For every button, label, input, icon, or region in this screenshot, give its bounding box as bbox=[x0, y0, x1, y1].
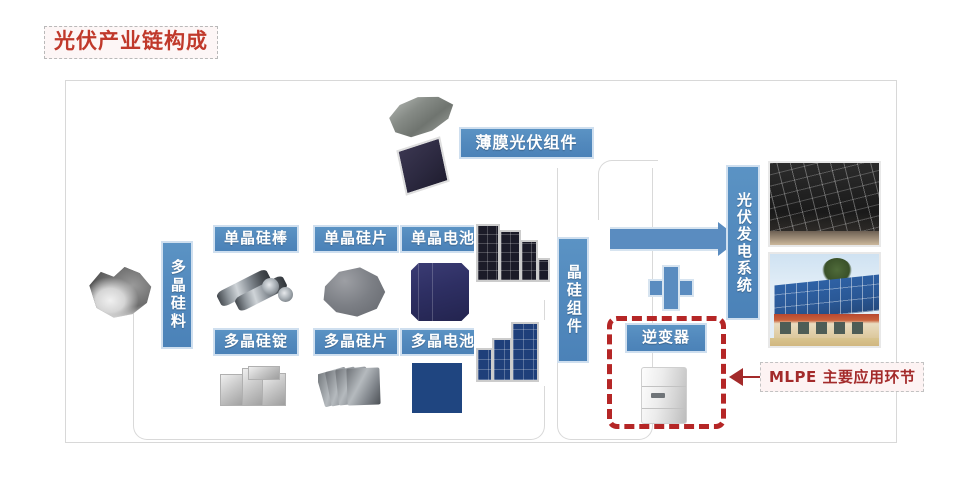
page-title: 光伏产业链构成 bbox=[44, 26, 218, 60]
flow-arrow-shaft bbox=[610, 227, 720, 251]
label-poly-cell: 多晶电池 bbox=[400, 328, 486, 356]
bracket-thinfilm-link bbox=[598, 160, 658, 220]
poly-wafer-photo bbox=[318, 362, 394, 412]
label-mono-cell: 单晶电池 bbox=[400, 225, 486, 253]
mono-ingot-photo bbox=[212, 262, 302, 320]
mlpe-highlight-box bbox=[607, 316, 726, 429]
poly-ingot-photo bbox=[218, 364, 294, 410]
label-crystalline-module: 晶硅组件 bbox=[557, 237, 589, 363]
label-mono-ingot: 单晶硅棒 bbox=[213, 225, 299, 253]
poly-cell-photo bbox=[412, 363, 462, 413]
label-thin-film-module: 薄膜光伏组件 bbox=[459, 127, 594, 159]
label-inverter: 逆变器 bbox=[625, 323, 707, 353]
mono-module-photo bbox=[474, 222, 554, 288]
mlpe-annotation: MLPE 主要应用环节 bbox=[760, 362, 925, 392]
pv-farm-photo bbox=[768, 161, 881, 247]
label-poly-ingot: 多晶硅锭 bbox=[213, 328, 299, 356]
plus-symbol bbox=[648, 265, 694, 311]
inverter-device-photo bbox=[641, 367, 687, 424]
mono-cell-photo bbox=[411, 263, 469, 321]
label-polysilicon-feedstock: 多晶硅料 bbox=[161, 241, 193, 349]
mlpe-arrow-icon bbox=[729, 368, 743, 386]
label-mono-wafer: 单晶硅片 bbox=[313, 225, 399, 253]
label-pv-power-system: 光伏发电系统 bbox=[726, 165, 760, 320]
label-poly-wafer: 多晶硅片 bbox=[313, 328, 399, 356]
mlpe-leader-line bbox=[743, 376, 762, 378]
rooftop-pv-photo bbox=[768, 252, 881, 348]
poly-module-photo bbox=[474, 320, 554, 386]
